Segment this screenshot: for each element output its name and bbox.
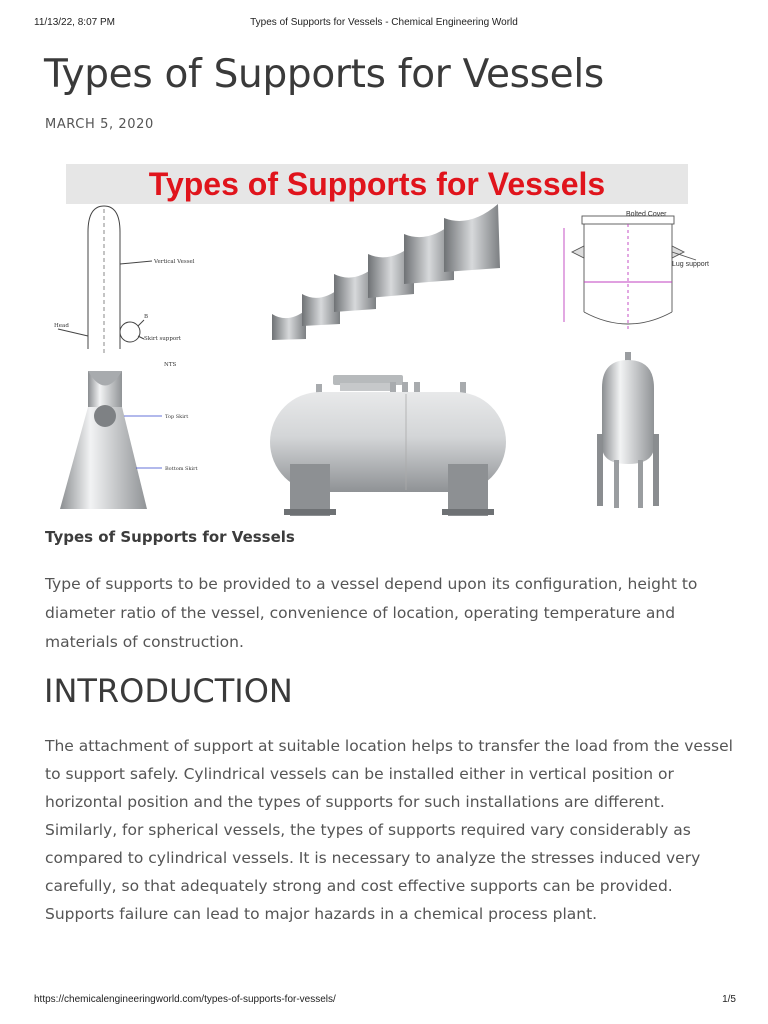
leg-supported-vessel-model [597,352,659,508]
saddle-supports-row [272,204,500,340]
label-nts: NTS [164,362,176,368]
banner-background [66,164,688,204]
label-head: Head [54,323,69,329]
label-lug-support: Lug support [672,261,709,268]
banner-title: Types of Supports for Vessels [149,166,605,202]
print-page-number: 1/5 [722,994,736,1005]
vessel-supports-illustration: Types of Supports for Vessels Vertical V… [54,164,709,516]
section-heading: INTRODUCTION [44,672,293,710]
label-b: B [144,314,148,320]
vertical-vessel-drawing [57,205,153,354]
section-paragraph: The attachment of support at suitable lo… [45,737,733,923]
article-title: Types of Supports for Vessels [44,52,604,97]
figure-caption: Types of Supports for Vessels [45,528,295,546]
horizontal-vessel-model [270,375,506,516]
print-footer: https://chemicalengineeringworld.com/typ… [0,994,768,1008]
label-skirt-support: Skirt support [144,336,182,342]
label-top-skirt: Top Skirt [165,414,188,420]
label-bottom-skirt: Bottom Skirt [165,466,198,472]
print-datetime: 11/13/22, 8:07 PM [34,17,115,28]
print-url: https://chemicalengineeringworld.com/typ… [34,994,336,1005]
label-bolted-cover: Bolted Cover [626,211,667,218]
label-vertical-vessel: Vertical Vessel [153,259,195,265]
article-figure: Types of Supports for Vessels Vertical V… [40,164,730,518]
print-page-title: Types of Supports for Vessels - Chemical… [250,17,518,28]
lug-vessel-drawing [563,215,697,329]
print-header: 11/13/22, 8:07 PM Types of Supports for … [0,17,768,31]
post-date: MARCH 5, 2020 [45,117,154,132]
skirt-support-model [60,371,162,509]
intro-paragraph: Type of supports to be provided to a ves… [45,575,698,651]
